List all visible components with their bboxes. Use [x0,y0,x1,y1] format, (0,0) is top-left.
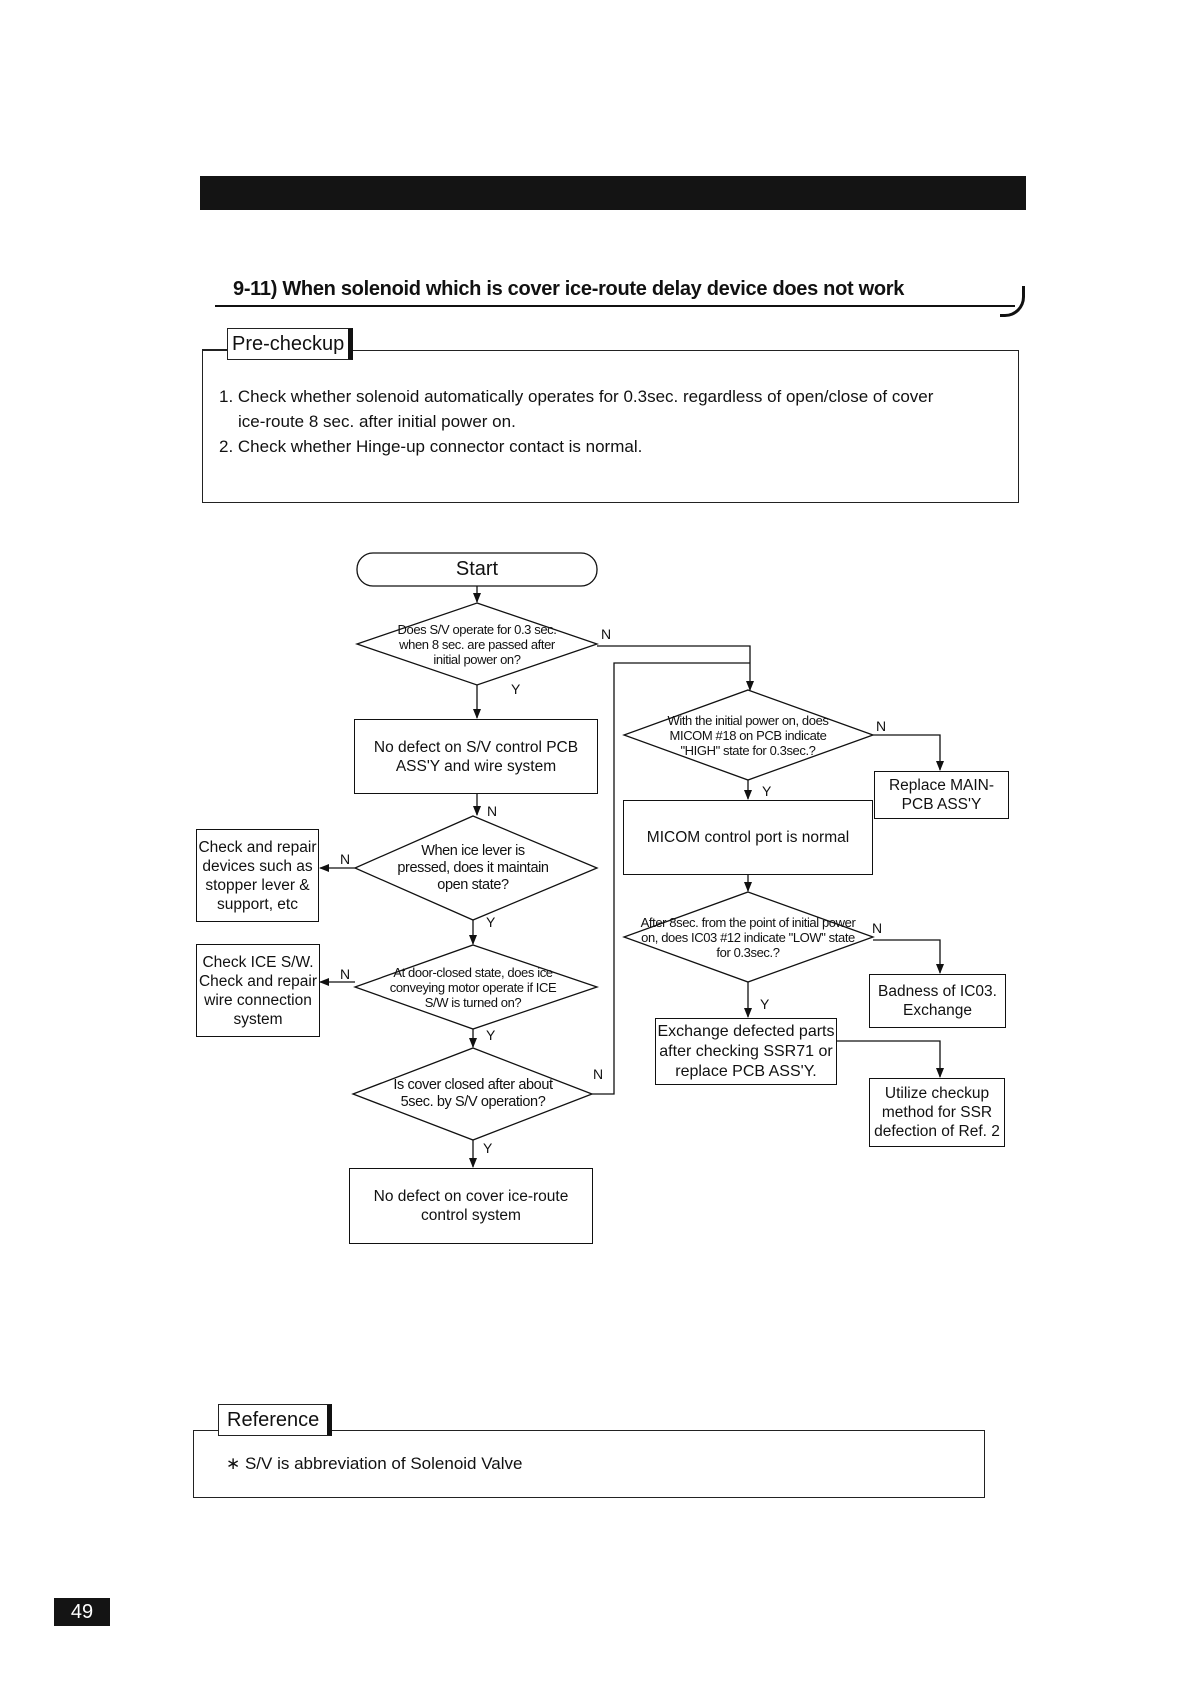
label-yes: Y [483,1140,493,1156]
precheck-item: 1. Check whether solenoid automatically … [219,387,934,406]
start-label: Start [455,558,499,580]
label-yes: Y [760,996,770,1012]
decision-d3-text: At door-closed state, does ice conveying… [389,964,557,1010]
label-yes: Y [486,914,496,930]
page-number: 49 [54,1598,110,1626]
label-yes: Y [762,783,772,799]
title-underline [215,305,1015,307]
box-b3: Check ICE S/W. Check and repair wire con… [196,944,320,1037]
label-no: N [487,803,498,819]
reference-text: ∗ S/V is abbreviation of Solenoid Valve [226,1454,523,1473]
precheck-item: 2. Check whether Hinge-up connector cont… [219,437,643,456]
label-no: N [872,920,883,936]
label-yes: Y [511,681,521,697]
label-yes: Y [486,1027,496,1043]
box-b5: Replace MAIN-PCB ASS'Y [874,771,1009,819]
decision-d1-text: Does S/V operate for 0.3 sec. when 8 sec… [397,621,557,667]
reference-panel [193,1430,985,1498]
section-title: 9-11) When solenoid which is cover ice-r… [233,278,905,300]
box-b6: MICOM control port is normal [623,800,873,875]
label-no: N [340,851,351,867]
box-b9: Utilize checkup method for SSR defection… [869,1078,1005,1147]
decision-d5-text: With the initial power on, does MICOM #1… [667,712,829,758]
box-b1: No defect on S/V control PCB ASS'Y and w… [354,719,598,794]
decision-d6-text: After 8sec. from the point of initial po… [640,914,856,960]
precheck-item: ice-route 8 sec. after initial power on. [238,412,516,431]
box-b8: Exchange defected parts after checking S… [655,1018,837,1085]
box-b2: Check and repair devices such as stopper… [196,829,319,922]
precheck-list: 1. Check whether solenoid automatically … [219,384,999,459]
label-no: N [601,626,612,642]
precheck-panel-edge [202,349,227,350]
reference-label: Reference [218,1404,333,1436]
decision-d4-text: Is cover closed after about 5sec. by S/V… [393,1077,553,1110]
label-no: N [593,1066,604,1082]
precheck-panel [202,350,1019,503]
precheck-label: Pre-checkup [227,328,354,360]
label-no: N [340,966,351,982]
header-bar [200,176,1026,210]
label-no: N [876,718,887,734]
box-b4: No defect on cover ice-route control sys… [349,1168,593,1244]
title-underline-curl [1000,286,1025,317]
decision-d2-text: When ice lever is pressed, does it maint… [397,842,549,893]
box-b7: Badness of IC03. Exchange [869,974,1006,1028]
